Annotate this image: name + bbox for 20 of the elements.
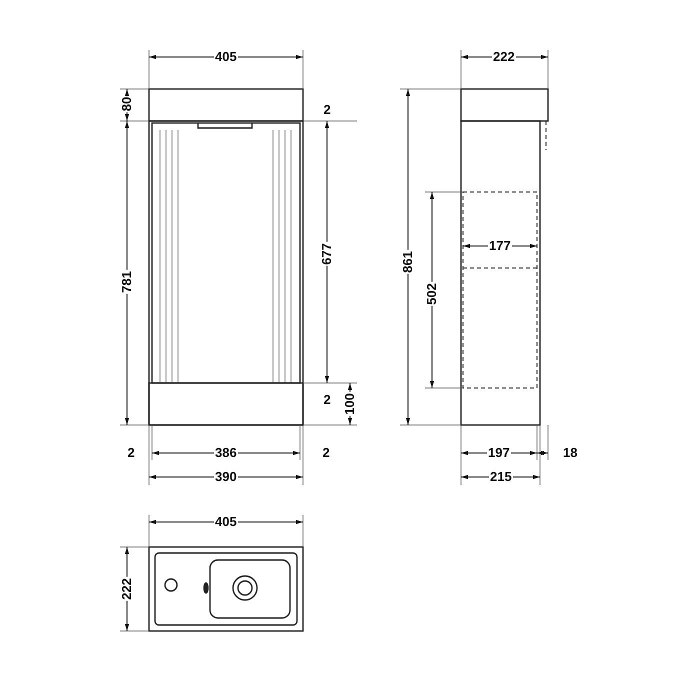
dimension-label: 781 xyxy=(120,270,134,294)
dimension-label: 390 xyxy=(214,470,238,484)
dimension-label: 405 xyxy=(214,515,238,529)
dimension-label: 405 xyxy=(214,50,238,64)
dimension-label: 215 xyxy=(489,470,513,484)
dimension-label: 2 xyxy=(322,446,331,460)
dimension-label: 2 xyxy=(126,446,136,460)
dimension-label: 677 xyxy=(320,242,334,266)
dimension-label: 861 xyxy=(400,250,415,274)
dimension-label: 177 xyxy=(488,239,512,253)
dimension-label: 197 xyxy=(487,446,511,460)
dimension-label: 100 xyxy=(342,392,357,416)
dimension-label: 2 xyxy=(322,393,332,407)
dimension-label: 80 xyxy=(120,96,134,112)
dimension-label: 18 xyxy=(562,446,578,460)
dimension-label: 222 xyxy=(120,577,134,601)
dimension-label: 222 xyxy=(492,50,516,64)
dimension-label: 2 xyxy=(322,103,332,117)
dimension-label: 386 xyxy=(214,446,238,460)
dimension-label: 502 xyxy=(424,282,439,306)
